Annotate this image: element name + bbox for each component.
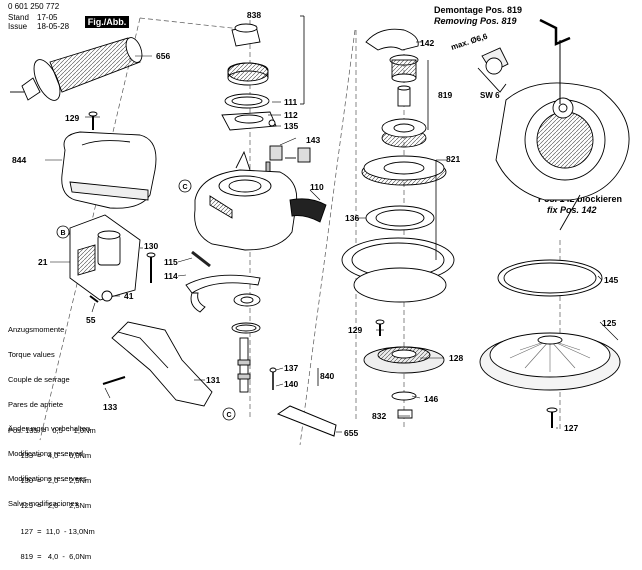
label-110: 110	[310, 182, 324, 192]
label-41: 41	[124, 291, 134, 301]
label-127: 127	[564, 423, 578, 433]
label-656: 656	[156, 51, 170, 61]
leader-lines	[45, 41, 619, 433]
side-handle-656	[10, 37, 143, 101]
label-136: 136	[345, 213, 359, 223]
label-125: 125	[602, 318, 616, 328]
pad-parts	[341, 237, 621, 428]
shaft-and-lever	[102, 321, 277, 407]
stand-value: 17-05	[37, 13, 58, 22]
label-840: 840	[320, 371, 334, 381]
label-111: 111	[284, 97, 298, 107]
demontage-title: Demontage Pos. 819	[434, 5, 523, 15]
part-numbers: 838 656 142 819 129 111 112 135 143 844 …	[12, 10, 618, 438]
label-112: 112	[284, 110, 298, 120]
issue-label: Issue	[8, 22, 28, 31]
change-line: Salvo modificaciones	[8, 499, 79, 509]
torque-line: 127 = 11,0 - 13,0Nm	[8, 526, 95, 536]
removing-title: Removing Pos. 819	[434, 16, 517, 26]
label-133: 133	[103, 402, 117, 412]
label-844: 844	[12, 155, 26, 165]
label-137: 137	[284, 363, 298, 373]
change-line: Änderungen vorbehalten	[8, 423, 91, 433]
label-128: 128	[449, 353, 463, 363]
torque-line: 819 = 4,0 - 6,0Nm	[8, 551, 92, 561]
label-838: 838	[247, 10, 261, 20]
drive-gear-stack	[361, 28, 447, 231]
torque-line: Anzugsmomente	[8, 324, 65, 334]
label-115: 115	[164, 257, 178, 267]
stand-label: Stand	[8, 13, 29, 22]
housing-assembly	[69, 214, 156, 303]
label-145: 145	[604, 275, 618, 285]
callout-circle-c2	[222, 407, 236, 421]
blockieren-title: Pos. 142 blockieren	[538, 194, 623, 204]
torque-line: Pos. 135 = 0,5 - 1,0Nm	[8, 425, 96, 435]
label-821: 821	[446, 154, 460, 164]
figure-tag: Fig./Abb. 2	[85, 16, 129, 39]
label-c1: C	[182, 184, 187, 191]
callout-circle-b	[56, 225, 70, 239]
label-c2: C	[226, 412, 231, 419]
label-114: 114	[164, 271, 178, 281]
torque-line: Pares de apriete	[8, 400, 64, 410]
label-143: 143	[306, 135, 320, 145]
label-21: 21	[38, 257, 48, 267]
label-655: 655	[344, 428, 358, 438]
label-129-mid: 129	[348, 325, 362, 335]
callout-circle-c1	[178, 179, 192, 193]
label-130: 130	[144, 241, 158, 251]
label-131: 131	[206, 375, 220, 385]
label-140: 140	[284, 379, 298, 389]
torque-line: Couple de serrage	[8, 375, 70, 385]
circle-callouts	[56, 179, 236, 421]
gear-housing-110	[194, 150, 327, 251]
label-135: 135	[284, 121, 298, 131]
instruction-inset	[477, 18, 630, 231]
label-129-top: 129	[65, 113, 79, 123]
max-diameter-label: max. Ø6,6	[450, 31, 489, 51]
label-819: 819	[438, 90, 452, 100]
torque-line: Torque values	[8, 350, 55, 360]
label-146: 146	[424, 394, 438, 404]
issue-value: 18-05-28	[37, 22, 70, 31]
spring-band-parts	[185, 250, 261, 334]
label-55: 55	[86, 315, 96, 325]
exploded-view-drawing: 838 656 142 819 129 111 112 135 143 844 …	[10, 10, 630, 446]
change-line: Modifications reservees	[8, 474, 87, 484]
label-142: 142	[420, 38, 434, 48]
sw-label: SW 6	[480, 91, 500, 100]
label-832: 832	[372, 411, 386, 421]
part-number: 0 601 250 772	[8, 2, 60, 11]
hex-key-655	[276, 405, 337, 437]
cover-844	[61, 111, 157, 209]
label-b: B	[60, 230, 65, 237]
reference-brackets	[300, 15, 437, 386]
